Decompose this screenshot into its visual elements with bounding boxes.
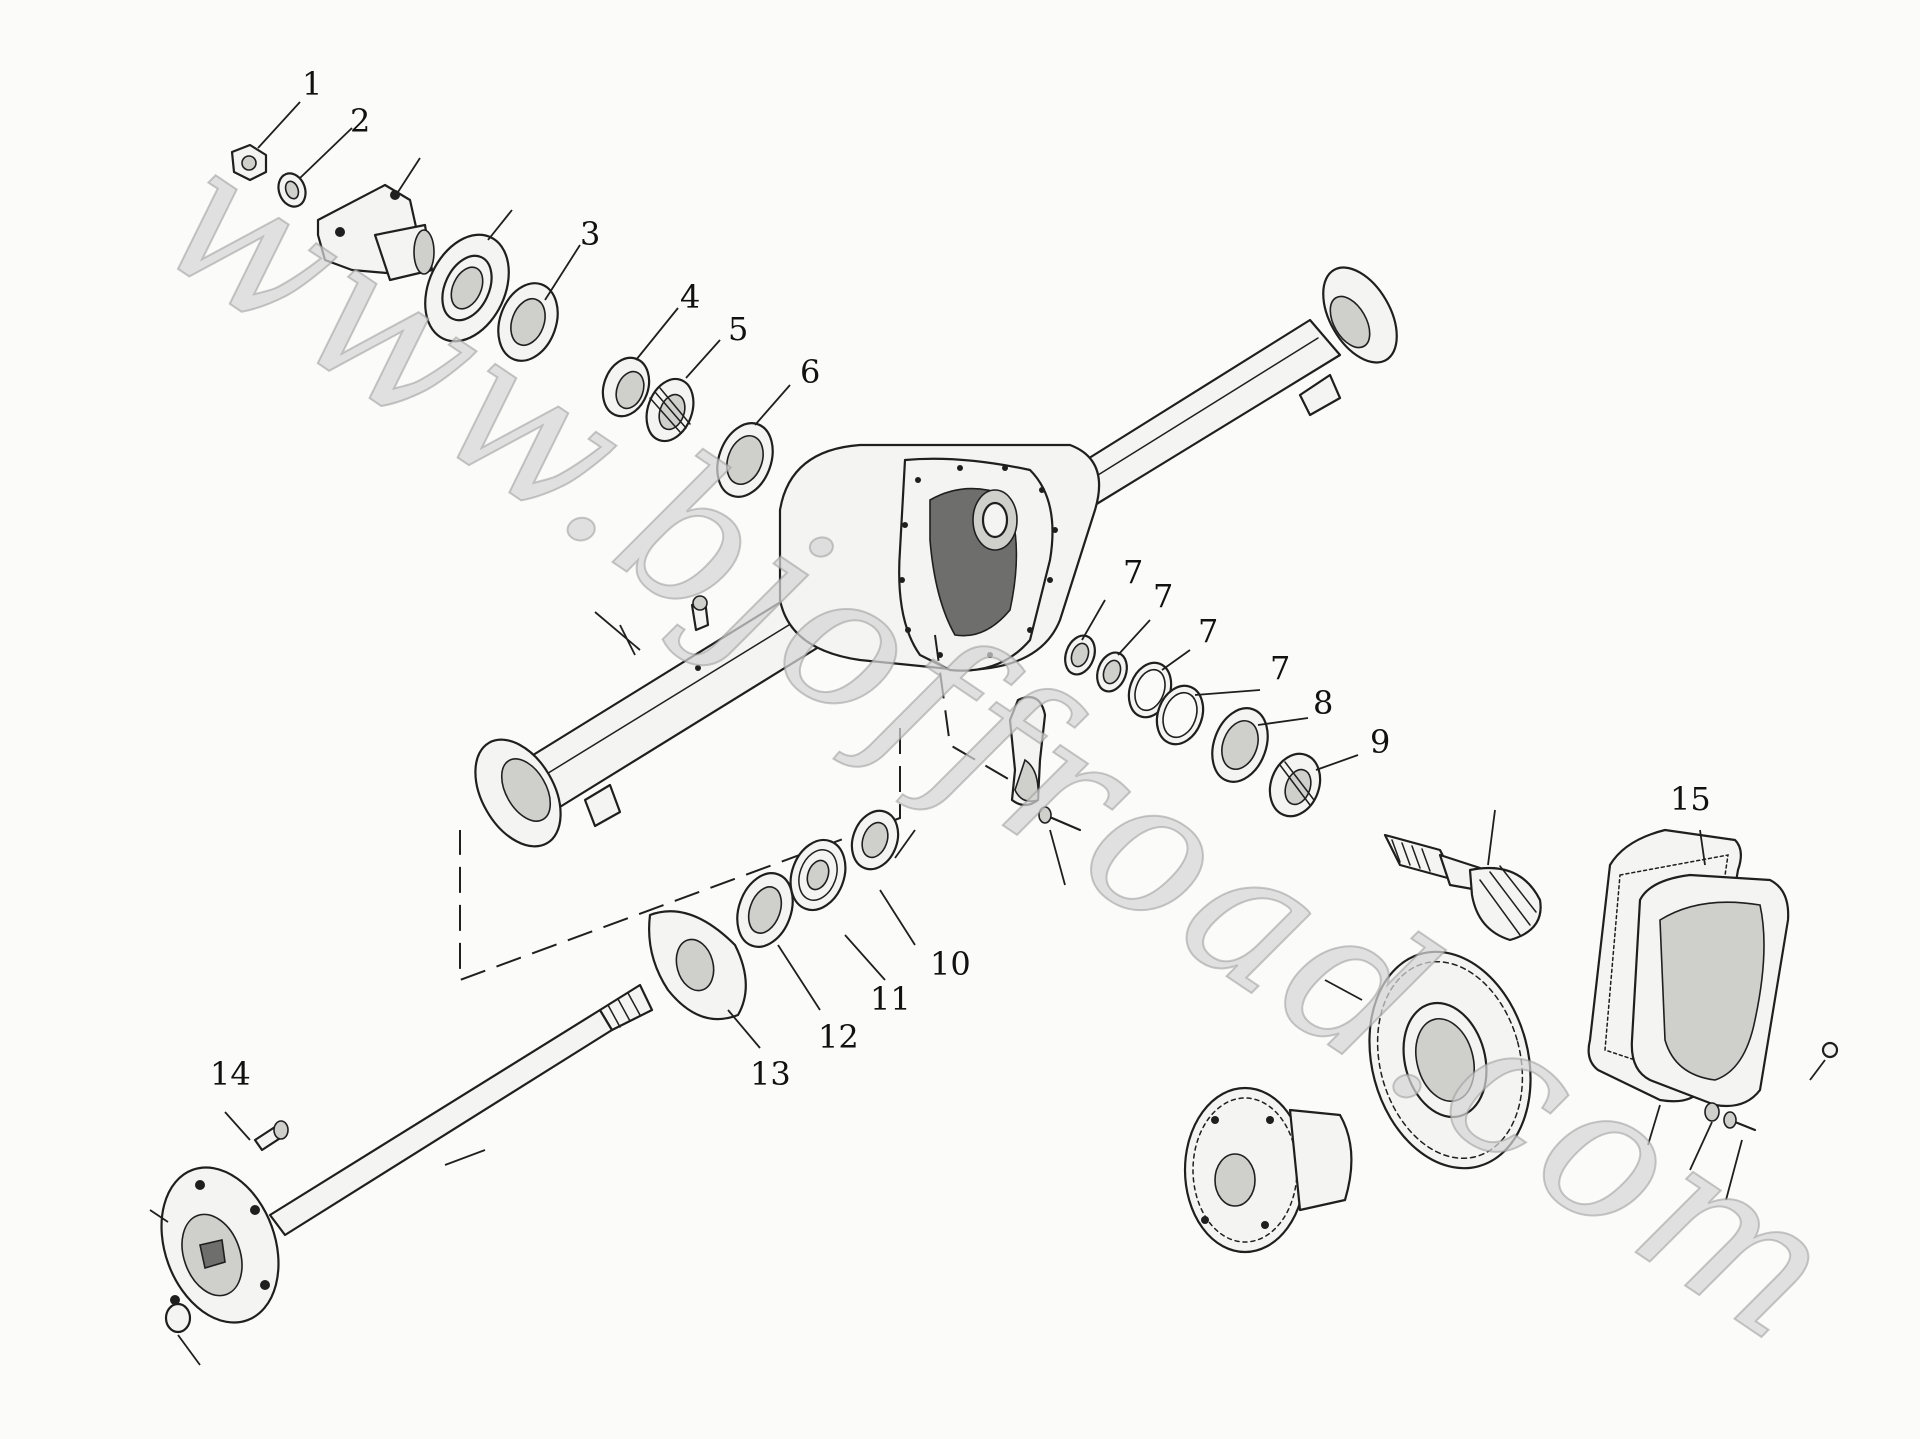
callout-14: 14 [210, 1055, 251, 1093]
axle-shaft [268, 983, 654, 1237]
callout-13: 13 [750, 1055, 791, 1093]
callout-3: 3 [580, 215, 600, 253]
drive-flange-yoke [316, 183, 435, 282]
callout-9: 9 [1370, 723, 1390, 761]
collapsible-spacer [716, 422, 774, 498]
callout-12: 12 [818, 1018, 859, 1056]
oil-seal [497, 282, 559, 362]
callout-11: 11 [870, 980, 911, 1018]
callout-10: 10 [930, 945, 971, 983]
leader-lines [149, 101, 1826, 1366]
inner-bearing-cone [1268, 752, 1322, 818]
callout-7c: 7 [1198, 612, 1218, 650]
retainer-plate [648, 910, 747, 1021]
outer-bearing-cone [645, 377, 695, 443]
inner-bearing-cup [1211, 707, 1269, 783]
pinion-shims [1064, 634, 1205, 746]
dust-deflector [424, 233, 510, 343]
differential-cover [1630, 873, 1790, 1108]
callout-2: 2 [350, 102, 370, 140]
differential-case [1183, 1086, 1353, 1254]
callout-numbers: 1 2 3 4 5 6 7 7 7 7 8 9 10 11 12 13 14 1… [210, 65, 1711, 1093]
callout-8: 8 [1313, 684, 1333, 722]
cap-bolt [1038, 806, 1082, 832]
pinion-washer [277, 172, 307, 208]
ring-gear [1368, 950, 1532, 1170]
outer-bearing-cup [601, 356, 651, 418]
callout-1: 1 [302, 65, 322, 103]
drive-pinion [1383, 833, 1542, 942]
bearing-cap [1008, 696, 1047, 807]
pinion-nut [230, 143, 268, 182]
axle-bearing [789, 838, 847, 912]
axle-oil-seal [850, 809, 900, 871]
axle-bearing-retainer [736, 872, 794, 948]
hub-plug [164, 1302, 192, 1334]
callout-7a: 7 [1123, 553, 1143, 591]
callout-15: 15 [1670, 780, 1711, 818]
cover-fasteners [1704, 1041, 1839, 1132]
callout-7b: 7 [1153, 577, 1173, 615]
callout-4: 4 [680, 278, 700, 316]
watermark-text: www.bjoffroad.com [125, 104, 1877, 1386]
axle-housing [474, 266, 1398, 848]
callout-6: 6 [800, 353, 820, 391]
wheel-stud [253, 1120, 289, 1152]
callout-5: 5 [728, 310, 748, 348]
axle-flange [160, 1166, 280, 1324]
callout-7d: 7 [1270, 649, 1290, 687]
